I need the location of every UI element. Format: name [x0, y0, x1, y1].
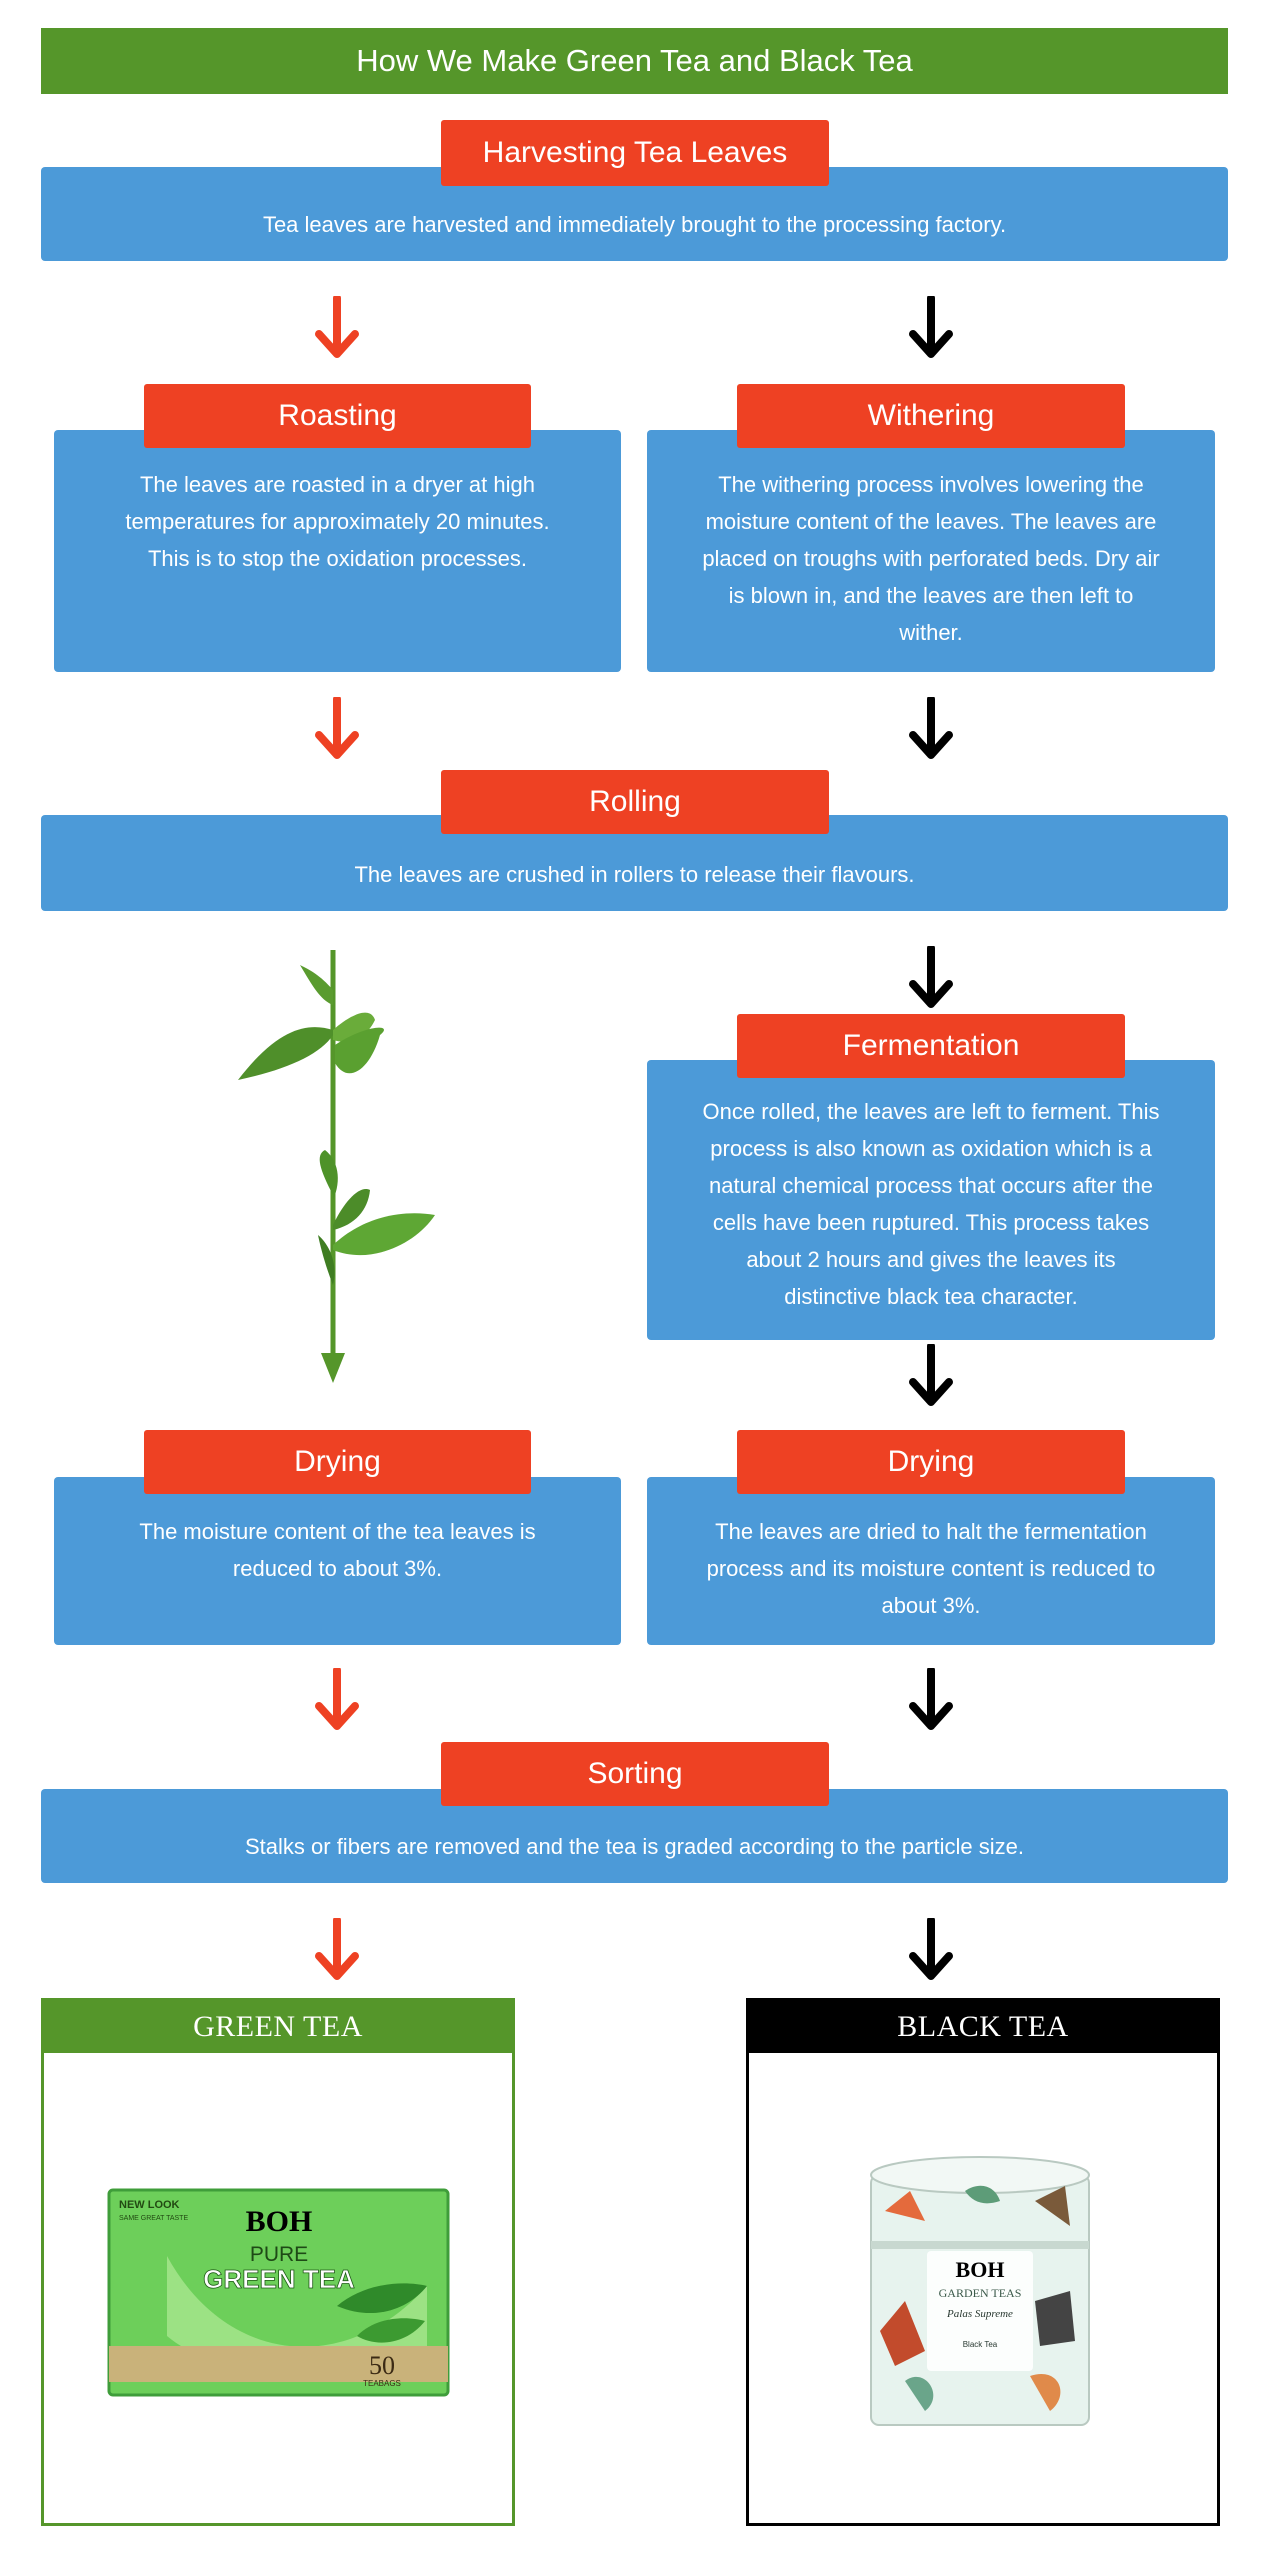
step-text-drying-green: The moisture content of the tea leaves i… — [139, 1519, 536, 1581]
product-heading-black-tea: BLACK TEA — [749, 2001, 1217, 2053]
step-label-fermentation: Fermentation — [737, 1014, 1125, 1078]
step-label-harvesting: Harvesting Tea Leaves — [441, 120, 829, 186]
product-card-green-tea: GREEN TEA NEW LOOK SAME GREAT TASTE BOH … — [41, 1998, 515, 2526]
black-line2: Palas Supreme — [946, 2308, 1013, 2320]
product-heading-green-tea: GREEN TEA — [44, 2001, 512, 2053]
step-box-drying-black: The leaves are dried to halt the ferment… — [647, 1477, 1215, 1645]
arrow-down-red-icon — [314, 697, 360, 761]
step-label-drying-green: Drying — [144, 1430, 531, 1494]
arrow-down-red-icon — [314, 1918, 360, 1982]
step-text-fermentation: Once rolled, the leaves are left to ferm… — [702, 1099, 1160, 1309]
step-text-harvesting: Tea leaves are harvested and immediately… — [262, 212, 1007, 237]
arrow-down-black-icon — [908, 296, 954, 360]
step-box-drying-green: The moisture content of the tea leaves i… — [54, 1477, 621, 1645]
step-text-roasting: The leaves are roasted in a dryer at hig… — [125, 472, 550, 571]
step-box-roasting: The leaves are roasted in a dryer at hig… — [54, 430, 621, 672]
step-label-rolling: Rolling — [441, 770, 829, 834]
black-tea-tin-image: BOH GARDEN TEAS Palas Supreme Black Tea — [865, 2151, 1095, 2441]
arrow-down-black-icon — [908, 1918, 954, 1982]
step-label-roasting: Roasting — [144, 384, 531, 448]
step-box-withering: The withering process involves lowering … — [647, 430, 1215, 672]
green-name-line2: GREEN TEA — [203, 2264, 355, 2294]
tea-sprig-illustration — [220, 945, 460, 1390]
product-card-black-tea: BLACK TEA BOH GARDEN TEAS Palas Supreme … — [746, 1998, 1220, 2526]
arrow-down-black-icon — [908, 697, 954, 761]
arrow-down-black-icon — [908, 1668, 954, 1732]
arrow-down-red-icon — [314, 1668, 360, 1732]
badge-line2: SAME GREAT TASTE — [119, 2215, 188, 2222]
arrow-down-red-icon — [314, 296, 360, 360]
black-line1: GARDEN TEAS — [939, 2286, 1022, 2300]
green-count-unit: TEABAGS — [363, 2379, 401, 2388]
black-line3: Black Tea — [963, 2340, 998, 2349]
arrow-down-black-icon — [908, 946, 954, 1010]
step-box-rolling: The leaves are crushed in rollers to rel… — [41, 815, 1228, 911]
step-text-withering: The withering process involves lowering … — [702, 472, 1160, 645]
green-name-line1: PURE — [250, 2243, 308, 2266]
badge-line1: NEW LOOK — [119, 2199, 180, 2211]
step-text-rolling: The leaves are crushed in rollers to rel… — [354, 862, 915, 887]
step-label-withering: Withering — [737, 384, 1125, 448]
black-brand-logo: BOH — [956, 2257, 1005, 2282]
page-title: How We Make Green Tea and Black Tea — [41, 28, 1228, 94]
step-text-drying-black: The leaves are dried to halt the ferment… — [706, 1519, 1156, 1618]
step-label-sorting: Sorting — [441, 1742, 829, 1806]
step-label-drying-black: Drying — [737, 1430, 1125, 1494]
arrow-down-black-icon — [908, 1344, 954, 1408]
green-count: 50 — [369, 2351, 395, 2380]
green-tea-box-image: NEW LOOK SAME GREAT TASTE BOH PURE GREEN… — [107, 2186, 452, 2406]
step-text-sorting: Stalks or fibers are removed and the tea… — [245, 1834, 1024, 1859]
green-brand-logo: BOH — [246, 2205, 313, 2238]
step-box-fermentation: Once rolled, the leaves are left to ferm… — [647, 1060, 1215, 1340]
